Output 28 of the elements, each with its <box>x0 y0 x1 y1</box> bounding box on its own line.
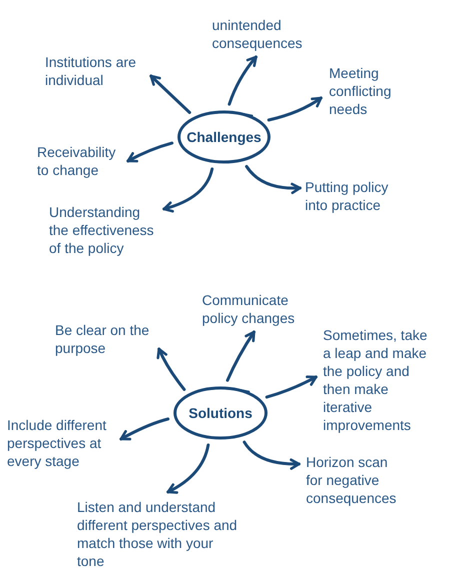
topic-label: Solutions <box>188 404 252 422</box>
arrow <box>267 96 322 122</box>
topic-label: Challenges <box>186 128 262 146</box>
branch-text: Understanding the effectiveness of the policy <box>49 203 158 257</box>
arrow <box>265 375 318 399</box>
arrow <box>228 56 258 106</box>
arrow <box>120 418 170 440</box>
topic-ellipse <box>173 386 268 440</box>
branch-text: Listen and understand different perspectives and match those with your tone <box>77 498 242 570</box>
arrow <box>162 168 214 212</box>
branch-text: Horizon scan for negative consequences <box>306 453 402 507</box>
branch-text: Communicate policy changes <box>202 291 302 327</box>
branch-text: Be clear on the purpose <box>55 321 155 357</box>
branch-text: Include different perspectives at every stage <box>7 416 115 470</box>
arrow <box>156 348 186 391</box>
arrow <box>242 440 300 470</box>
branch-text: Receivability to change <box>37 143 122 179</box>
branch-text: unintended consequences <box>212 16 312 52</box>
branch-text: Putting policy into practice <box>305 178 397 214</box>
arrow <box>126 142 174 162</box>
topic-ellipse <box>177 110 271 164</box>
branch-text: Sometimes, take a leap and make the policy and then make iterative improvements <box>323 326 433 434</box>
branch-text: Meeting conflicting needs <box>329 64 401 118</box>
arrow <box>166 444 210 494</box>
arrow <box>245 165 302 194</box>
arrow <box>226 330 256 382</box>
branch-text: Institutions are individual <box>45 53 145 89</box>
arrow <box>150 74 192 114</box>
